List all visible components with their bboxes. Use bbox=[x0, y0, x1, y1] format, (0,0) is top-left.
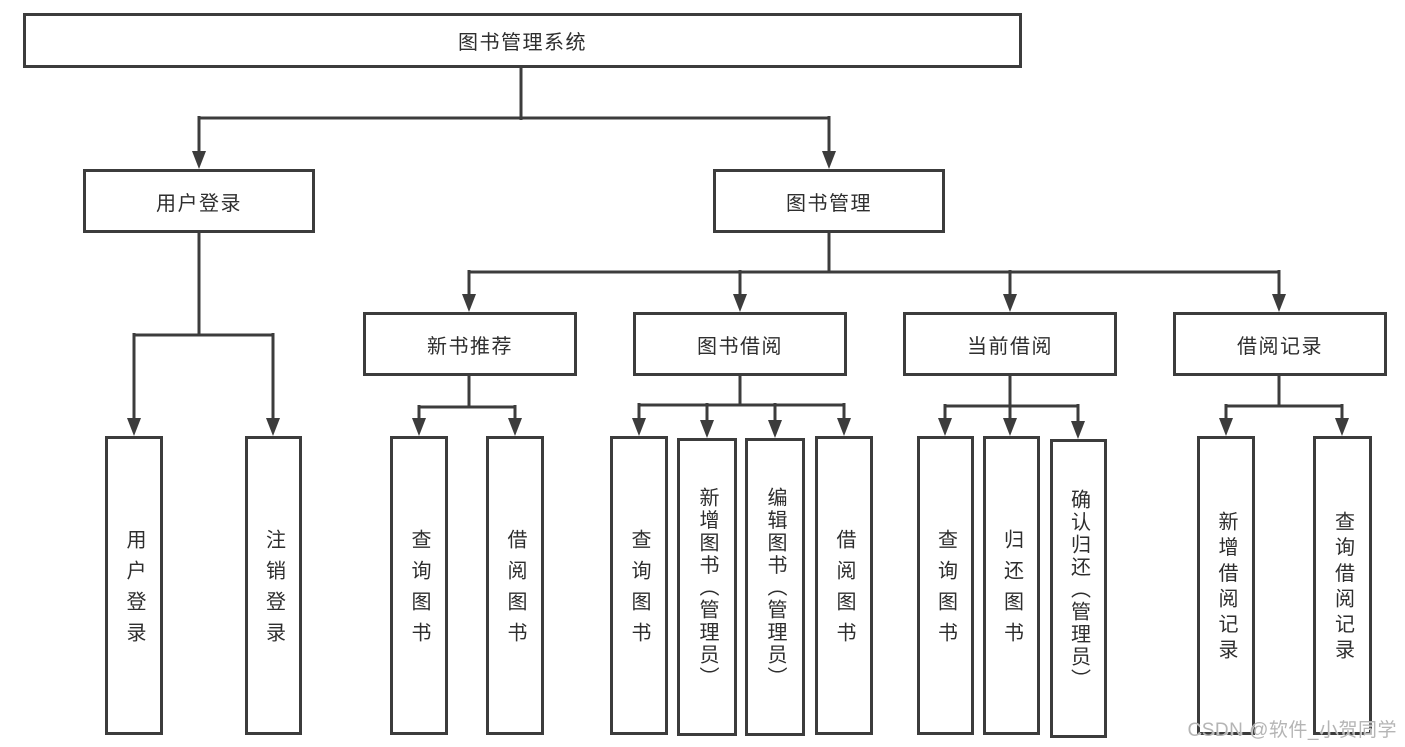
leaf-logout: 注销登录 bbox=[245, 436, 302, 735]
leaf-borrow-books-borrowing: 借阅图书 bbox=[815, 436, 873, 735]
leaf-query-books-borrowing: 查询图书 bbox=[610, 436, 668, 735]
node-user-login: 用户登录 bbox=[83, 169, 315, 233]
node-book-borrowing: 图书借阅 bbox=[633, 312, 847, 376]
node-library-management-system: 图书管理系统 bbox=[23, 13, 1022, 68]
leaf-add-books-admin: 新增图书（管理员） bbox=[677, 438, 737, 736]
leaf-confirm-return-admin: 确认归还（管理员） bbox=[1050, 439, 1107, 738]
csdn-watermark: CSDN @软件_小贺同学 bbox=[1187, 720, 1397, 741]
node-book-management: 图书管理 bbox=[713, 169, 945, 233]
leaf-user-login: 用户登录 bbox=[105, 436, 163, 735]
leaf-query-books-current: 查询图书 bbox=[917, 436, 974, 735]
leaf-query-books-recommend: 查询图书 bbox=[390, 436, 448, 735]
leaf-query-borrow-record: 查询借阅记录 bbox=[1313, 436, 1372, 735]
node-current-borrowing: 当前借阅 bbox=[903, 312, 1117, 376]
leaf-borrow-books-recommend: 借阅图书 bbox=[486, 436, 544, 735]
node-borrowing-records: 借阅记录 bbox=[1173, 312, 1387, 376]
leaf-add-borrow-record: 新增借阅记录 bbox=[1197, 436, 1255, 735]
node-new-book-recommend: 新书推荐 bbox=[363, 312, 577, 376]
leaf-edit-books-admin: 编辑图书（管理员） bbox=[745, 438, 805, 736]
leaf-return-books: 归还图书 bbox=[983, 436, 1040, 735]
